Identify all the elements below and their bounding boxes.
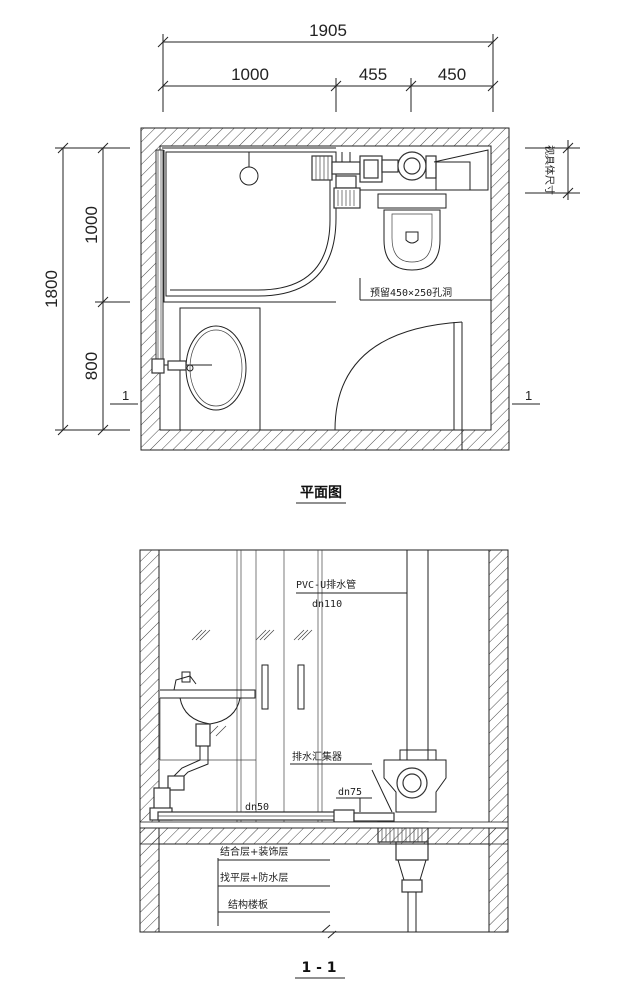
section-toilet	[371, 749, 447, 813]
section-wall-right	[488, 549, 509, 933]
shower-enclosure	[160, 147, 337, 303]
plan-caption: 平面图	[300, 485, 342, 501]
right-dimension: 视具体尺寸	[525, 140, 580, 200]
dim-overall-width: 1905	[309, 21, 347, 40]
plan-view: 1905 1000 455 450 1800 1000	[42, 21, 580, 504]
section-mark-left: 1	[122, 388, 129, 403]
label-collector: 排水汇集器	[292, 750, 342, 763]
section-drain-pipes: dn50 dn75	[157, 787, 395, 823]
dim-seg-2: 455	[359, 65, 387, 84]
glass-panels	[191, 550, 429, 825]
floor-slab	[139, 821, 509, 939]
dim-seg-3: 450	[438, 65, 466, 84]
toilet	[360, 149, 489, 271]
drain-fittings	[311, 151, 437, 209]
dim-depth-2: 800	[82, 352, 101, 380]
section-wall-left	[139, 549, 160, 933]
layer-label-3: 结构楼板	[228, 898, 268, 911]
top-dimensions: 1905 1000 455 450	[157, 21, 499, 112]
layer-label-1: 结合层+装饰层	[220, 845, 288, 858]
opening-note: 预留450×250孔洞	[359, 278, 491, 301]
note-reserved-opening: 预留450×250孔洞	[370, 286, 452, 299]
dim-overall-depth: 1800	[42, 270, 61, 308]
dim-seg-1: 1000	[231, 65, 269, 84]
supply-pipe-left	[155, 149, 164, 366]
dim-right-side: 视具体尺寸	[543, 145, 556, 195]
drain-collector	[377, 550, 429, 932]
section-washbasin	[149, 671, 256, 821]
washbasin	[151, 307, 261, 431]
dim-depth-1: 1000	[82, 206, 101, 244]
plan-walls	[140, 127, 510, 451]
section-labels: PVC-U排水管 dn110 排水汇集器 结合层+装饰层 找平层+防水层 结构楼…	[217, 578, 407, 926]
label-dn50: dn50	[245, 802, 269, 813]
left-dimensions: 1800 1000 800	[42, 142, 130, 436]
label-pipe-size: dn110	[312, 599, 342, 610]
section-marks: 1 1	[110, 388, 540, 405]
layer-label-2: 找平层+防水层	[220, 871, 288, 884]
section-caption: 1 - 1	[301, 960, 336, 976]
section-view: dn50 dn75	[139, 549, 509, 979]
section-mark-right: 1	[525, 388, 532, 403]
door-swing	[334, 321, 463, 431]
label-pvc-pipe: PVC-U排水管	[296, 578, 356, 591]
label-dn75: dn75	[338, 787, 362, 798]
